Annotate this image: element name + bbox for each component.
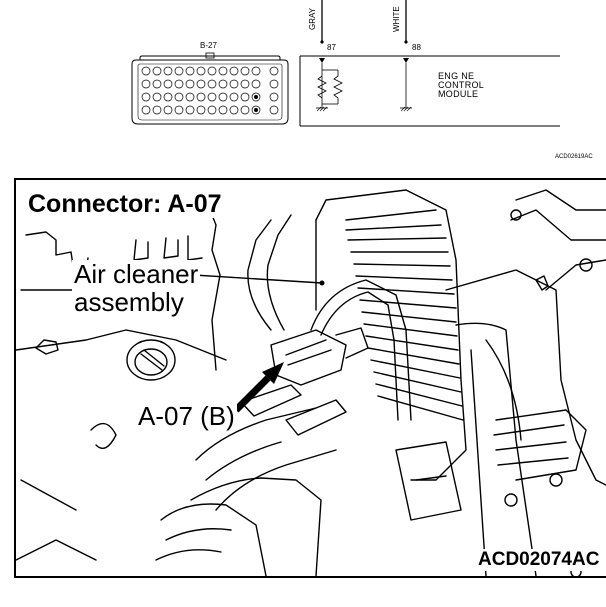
connector-location-illustration: Connector: A-07 Air cleaner assembly A-0…	[14, 178, 606, 578]
wire-color-gray: GRAY	[308, 7, 317, 30]
air-cleaner-callout-line1: Air cleaner	[74, 259, 199, 289]
module-label: ENG NE CONTROL MODULE	[438, 72, 484, 99]
pin-number-87: 87	[327, 43, 336, 52]
wire-color-white: WHITE	[392, 6, 401, 32]
module-label-line3: MODULE	[438, 89, 479, 99]
wiring-lines	[131, 0, 560, 127]
illustration-title: Connector: A-07	[26, 190, 224, 218]
air-cleaner-callout: Air cleaner assembly	[72, 259, 201, 317]
connector-a07-callout: A-07 (B)	[136, 401, 237, 431]
module-label-line1: ENG NE	[438, 71, 475, 81]
wiring-diagram: GRAY WHITE 87 88 B-27 ENG NE CONTROL MOD…	[0, 0, 606, 170]
air-cleaner-callout-line2: assembly	[74, 287, 184, 317]
figure-code-bottom: ACD02074AC	[476, 549, 602, 571]
figure-code-top: ACD02619AC	[555, 154, 593, 160]
connector-label-b27: B-27	[200, 41, 217, 50]
engine-bay-drawing	[16, 189, 606, 576]
pin-number-88: 88	[412, 43, 421, 52]
module-label-line2: CONTROL	[438, 80, 485, 90]
